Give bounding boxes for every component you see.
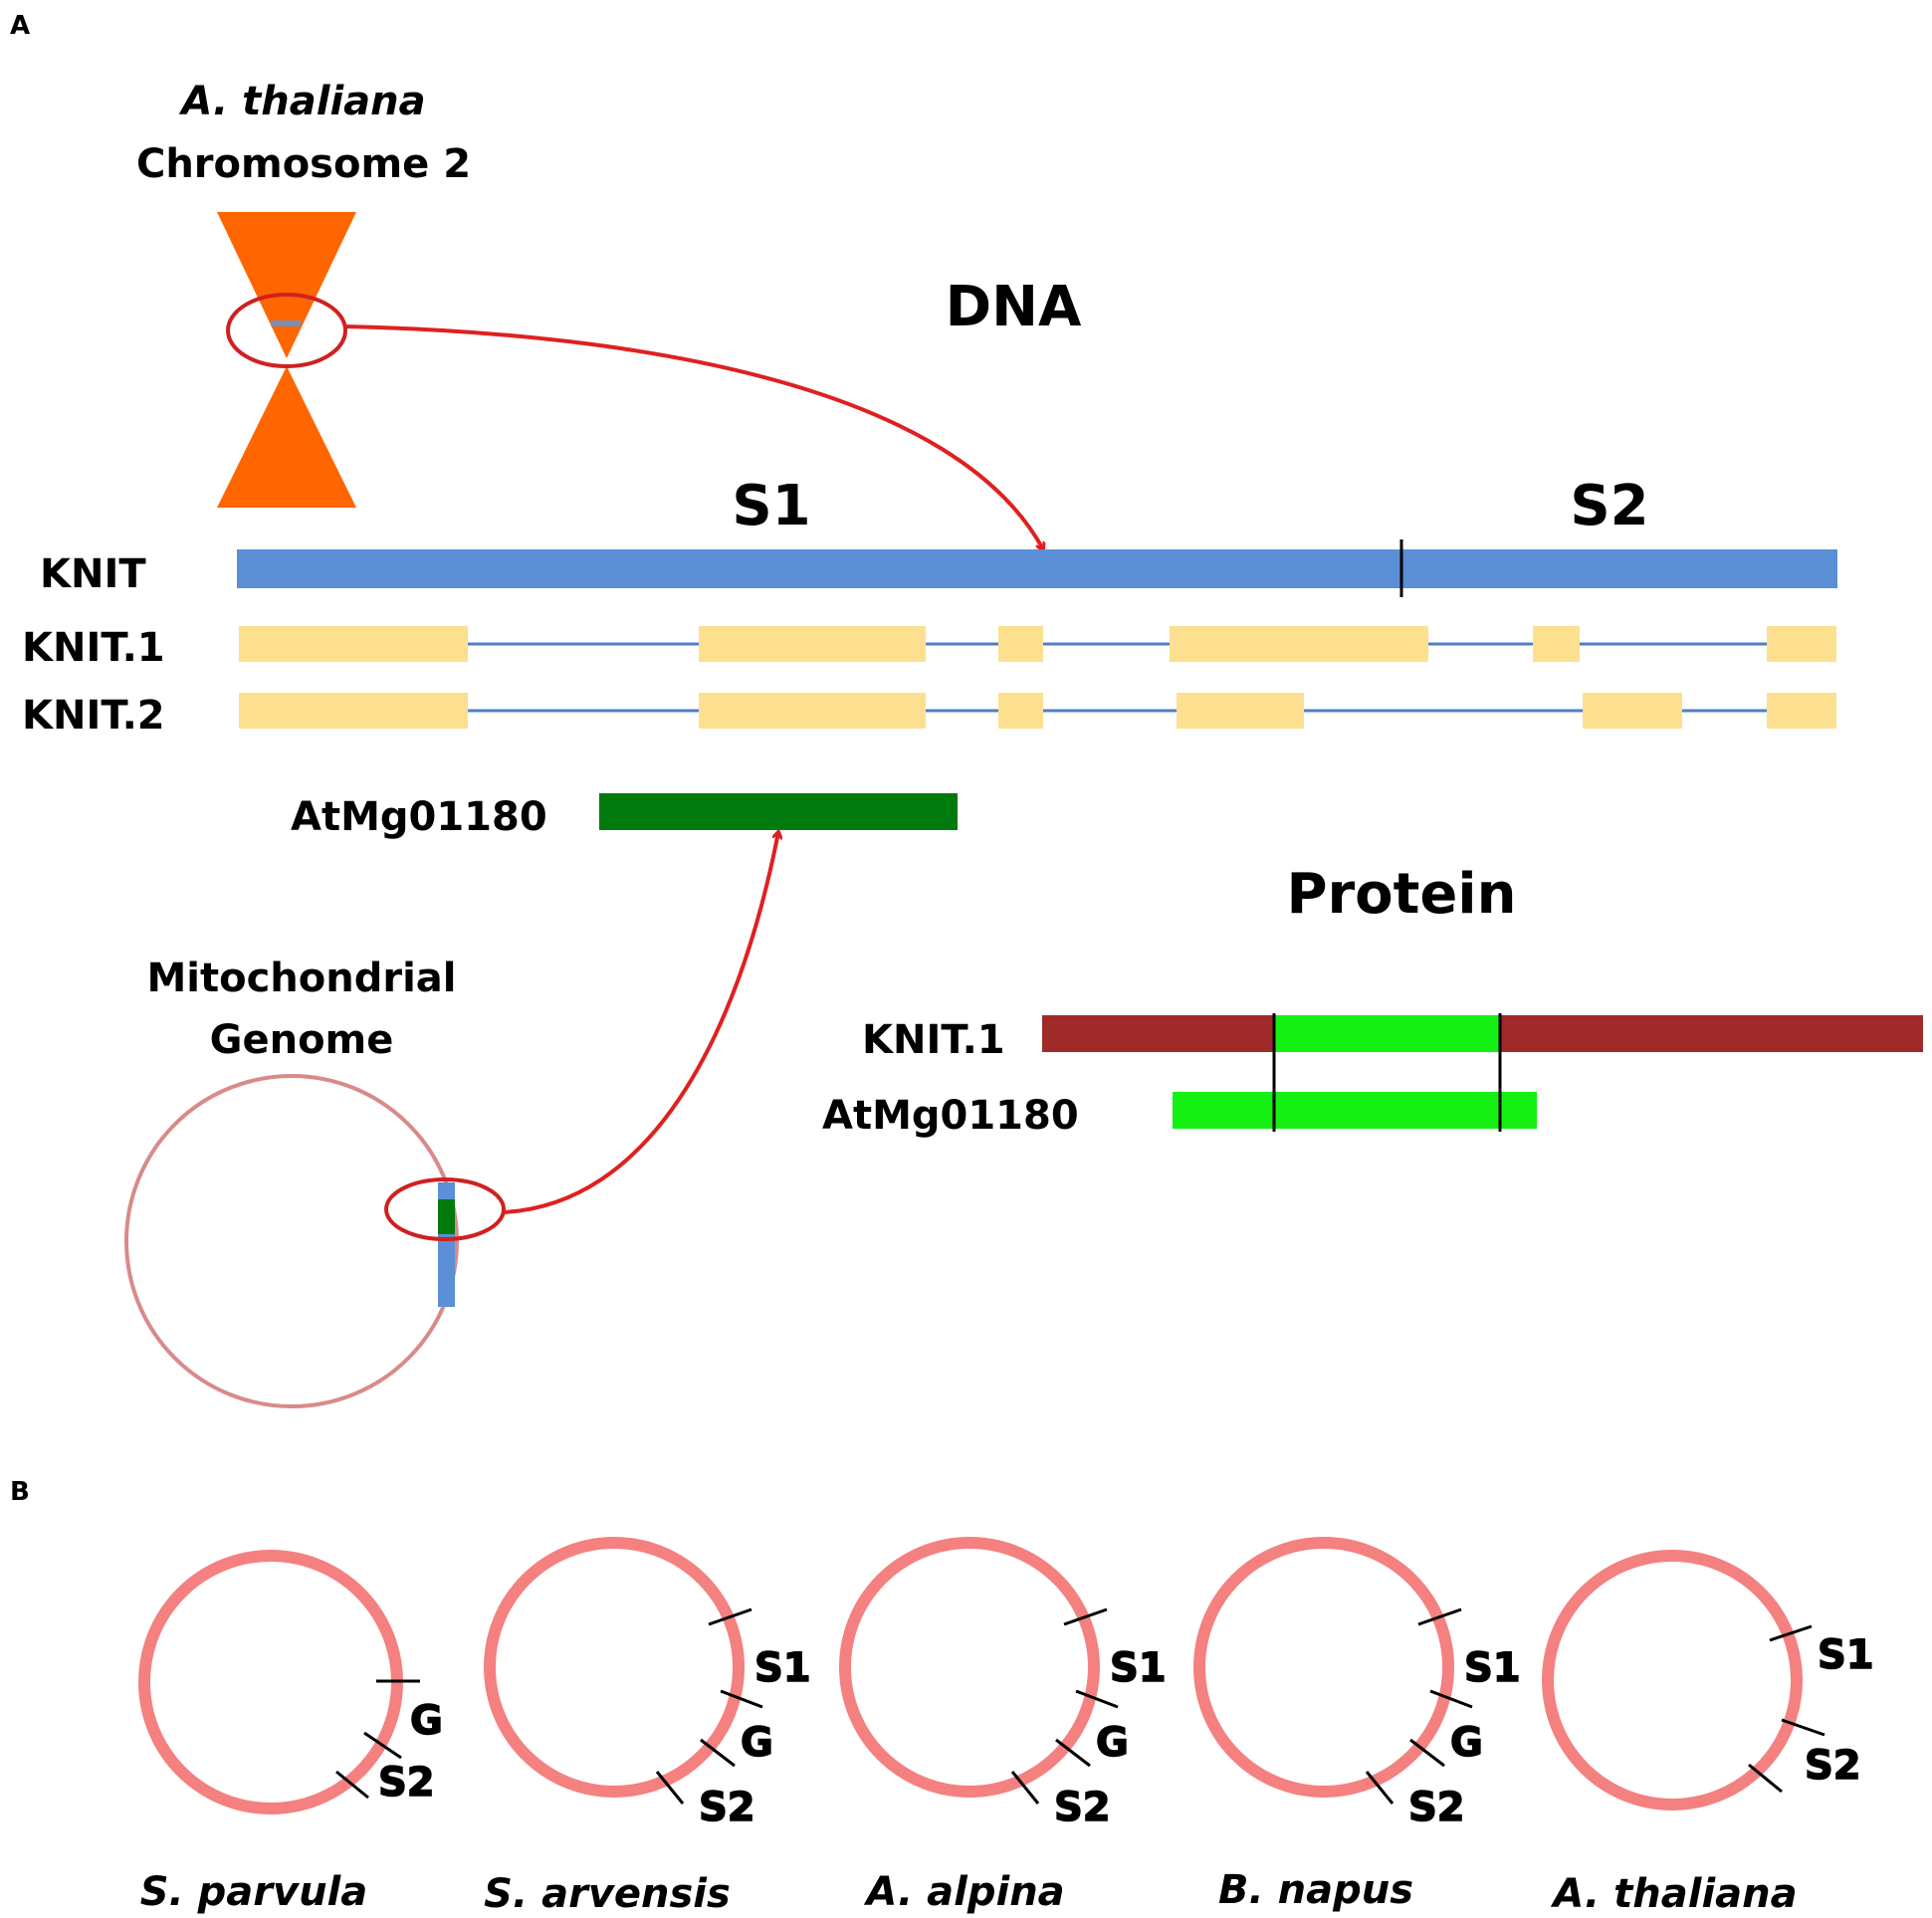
mito-genome-ring — [1542, 1550, 1803, 1811]
marker-s2-label: S2 — [1805, 1743, 1861, 1789]
transcript-2-exon — [998, 693, 1043, 729]
marker-tick-g — [1075, 1689, 1119, 1709]
marker-s1-label: S1 — [1110, 1645, 1167, 1691]
marker-tick-s2-upper — [363, 1731, 402, 1760]
marker-tick-s2-upper — [700, 1738, 736, 1768]
panel-a: A A. thaliana Chromosome 2 DNA S1 S2 KNI… — [10, 11, 1923, 1408]
marker-tick-s2-upper — [1055, 1738, 1091, 1768]
mito-genome-label-line1: Mitochondrial — [146, 956, 456, 1001]
marker-s2-label: S2 — [1054, 1785, 1111, 1830]
transcript-1-exon — [239, 626, 468, 662]
chromosome-name-label: Chromosome 2 — [136, 141, 471, 187]
chromosome-species-label: A. thaliana — [178, 79, 425, 124]
marker-g-label: G — [1096, 1720, 1129, 1766]
protein-heading: Protein — [1287, 862, 1517, 927]
transcript-1-exon — [1767, 626, 1836, 662]
marker-tick-s2-lower — [1748, 1763, 1783, 1794]
protein-mito-bar — [1173, 1092, 1537, 1129]
species-genome-s-arvensis: S1 G S2 S. arvensis — [484, 1537, 811, 1917]
marker-tick-s1 — [1769, 1624, 1813, 1642]
panel-b-label: B — [10, 1477, 30, 1507]
marker-tick-s2-lower — [1010, 1771, 1040, 1805]
chromosome-lower-arm — [217, 366, 356, 508]
marker-s1-label: S1 — [1464, 1645, 1521, 1691]
mito-genome-label-line2: Genome — [210, 1017, 394, 1063]
species-genome-a-alpina: S1 G S2 A. alpina — [839, 1537, 1167, 1915]
knit-gene-label: KNIT — [40, 551, 146, 597]
species-name: S. arvensis — [484, 1871, 731, 1917]
transcript-2-label: KNIT.2 — [22, 693, 165, 739]
protein-1-label: KNIT.1 — [862, 1017, 1005, 1063]
species-genome-a-thaliana: S1 S2 A. thaliana — [1542, 1550, 1874, 1917]
marker-tick-g — [720, 1689, 763, 1709]
species-name: A. alpina — [863, 1869, 1064, 1915]
transcript-2-exon — [239, 693, 468, 729]
marker-s2-label: S2 — [378, 1760, 435, 1806]
marker-g-label: G — [741, 1720, 773, 1766]
panel-a-label: A — [10, 11, 30, 41]
dna-heading: DNA — [946, 275, 1082, 339]
marker-tick-s2-lower — [1365, 1771, 1395, 1805]
mito-genome-circle — [124, 1074, 459, 1408]
transcript-1-label: KNIT.1 — [22, 625, 165, 671]
marker-tick-s2-upper — [1781, 1718, 1825, 1737]
transcript-2-exon — [699, 693, 926, 729]
species-name: B. napus — [1218, 1867, 1413, 1913]
transcript-1-exon — [1533, 626, 1580, 662]
transcript-2-exon — [1767, 693, 1836, 729]
marker-tick-s2-lower — [335, 1770, 369, 1800]
chromosome-insertion-mark — [271, 320, 301, 326]
marker-tick-s1 — [1417, 1607, 1462, 1626]
mito-gene-dna-label: AtMg01180 — [291, 794, 547, 840]
marker-g-label: G — [1450, 1720, 1483, 1766]
chromosome-highlight-ellipse — [226, 293, 347, 368]
segment-s1-label: S1 — [732, 474, 810, 538]
protein-overlap-region — [1274, 1015, 1500, 1052]
transcript-1-exon — [998, 626, 1043, 662]
mito-highlight-ellipse — [384, 1177, 506, 1241]
knit-gene-bar — [237, 549, 1837, 588]
transcript-2-exon — [1583, 693, 1682, 729]
marker-tick-s2-lower — [655, 1771, 685, 1805]
marker-tick-s1 — [1063, 1607, 1108, 1626]
chromosome-to-knit-arrow — [344, 324, 1043, 549]
species-genome-s-parvula: G S2 S. parvula — [138, 1550, 444, 1915]
transcript-1-exon — [1170, 626, 1428, 662]
marker-tick-s2-upper — [1409, 1738, 1445, 1768]
mito-genome-ring — [138, 1550, 403, 1814]
protein-2-label: AtMg01180 — [822, 1093, 1079, 1139]
marker-tick-g — [1429, 1689, 1473, 1709]
species-genome-b-napus: S1 G S2 B. napus — [1193, 1537, 1521, 1913]
chromosome-upper-arm — [217, 212, 356, 358]
marker-s2-label: S2 — [1408, 1785, 1465, 1830]
mito-to-gene-arrow — [503, 832, 778, 1214]
transcript-2-exon — [1177, 693, 1304, 729]
mito-gene-dna-bar — [599, 793, 958, 830]
marker-s1-label: S1 — [754, 1645, 811, 1691]
panel-b: B G S2 S. parvula S1 G S2 S. arvensis — [10, 1477, 1874, 1917]
mito-genome-ring — [484, 1537, 745, 1798]
species-name: A. thaliana — [1550, 1871, 1797, 1917]
marker-tick-s1 — [708, 1607, 752, 1626]
marker-s2-label: S2 — [699, 1785, 755, 1830]
segment-s2-label: S2 — [1570, 474, 1648, 538]
mito-gene-marker — [438, 1199, 455, 1234]
mito-genome-ring — [1193, 1537, 1454, 1798]
marker-s1-label: S1 — [1818, 1632, 1874, 1678]
mito-genome-ring — [839, 1537, 1100, 1798]
marker-g-label: G — [410, 1698, 443, 1744]
species-name: S. parvula — [140, 1869, 368, 1915]
transcript-1-exon — [699, 626, 926, 662]
